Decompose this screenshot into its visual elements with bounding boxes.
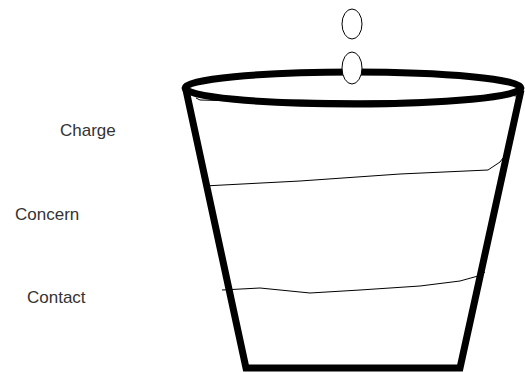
bucket-body xyxy=(186,90,521,368)
layer-label: Charge xyxy=(60,121,116,141)
layer-line xyxy=(222,272,485,293)
layer-line xyxy=(204,158,503,186)
layer-label: Contact xyxy=(27,288,86,308)
layer-label: Concern xyxy=(15,205,79,225)
drop xyxy=(342,52,362,84)
drop xyxy=(342,9,362,39)
